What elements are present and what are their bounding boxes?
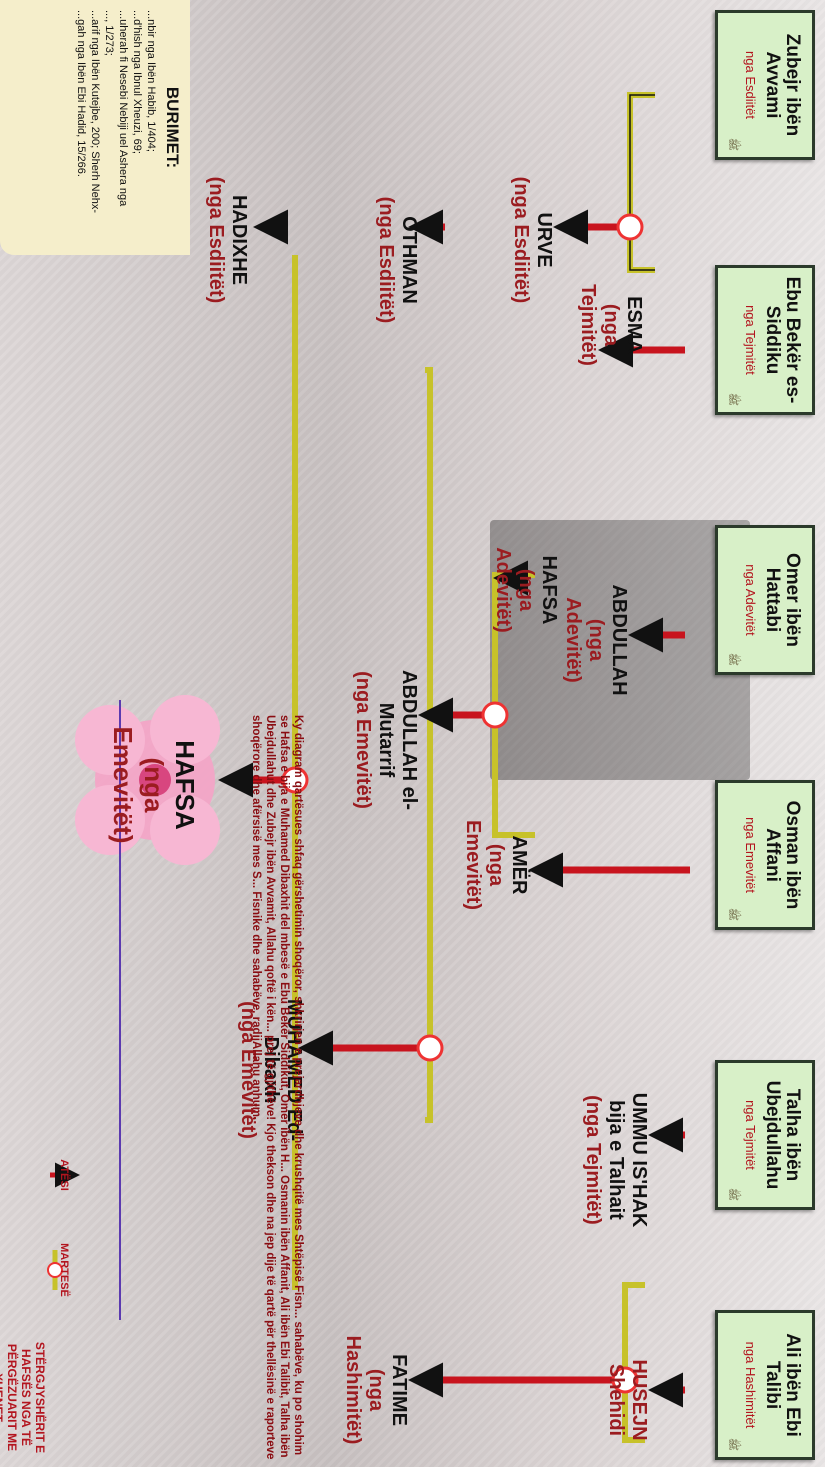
person-hafsa2: HAFSA (nga Emevitët) bbox=[107, 700, 200, 870]
seal-icon: ﷺ bbox=[727, 1187, 739, 1201]
seal-icon: ﷺ bbox=[727, 652, 739, 666]
person-family: (nga Esdiitët) bbox=[375, 196, 397, 324]
person-name: HADIXHE bbox=[228, 194, 250, 285]
parent-name: Zubejr ibën Avvami bbox=[762, 33, 803, 137]
seal-icon: ﷺ bbox=[727, 137, 739, 151]
person-name: HAFSA bbox=[170, 740, 200, 830]
sources-panel: BURIMET: ...nbir nga Ibën Habib, 1/404; … bbox=[0, 0, 190, 255]
person-name: ABDULLAH el-Mutarrif bbox=[375, 670, 420, 810]
parent-name: Ali ibën Ebi Talibi bbox=[762, 1333, 803, 1437]
marriage-line-abdullah-fatime bbox=[425, 367, 433, 1123]
parent-family: nga Emevitët bbox=[743, 817, 758, 893]
person-amer: AMËR (nga Emevitët) bbox=[461, 800, 530, 930]
marriage-node-3 bbox=[416, 1034, 444, 1062]
person-family: (nga Emevitët) bbox=[108, 726, 169, 844]
marriage-line-ummu-husejn bbox=[622, 1282, 645, 1443]
person-name: UMMU IS'HAK bija e Talhait bbox=[605, 1092, 650, 1228]
person-family: (nga Emevitët) bbox=[462, 819, 507, 911]
parent-family: nga Esdiitët bbox=[743, 51, 758, 119]
person-name: FATIME bbox=[388, 1354, 410, 1426]
marriage-node-1 bbox=[616, 213, 644, 241]
legend-icons bbox=[47, 700, 121, 1320]
person-name: URVE bbox=[533, 212, 555, 268]
person-name: HAFSA bbox=[538, 555, 560, 625]
person-family: (nga Adevitët) bbox=[492, 547, 537, 633]
parent-family: nga Adevitët bbox=[743, 564, 758, 636]
flower-icon bbox=[75, 695, 220, 865]
person-fatime: FATIME (nga Hashimitët) bbox=[341, 1325, 410, 1455]
parent-box-zubejr: Zubejr ibën Avvami nga Esdiitët ﷺ bbox=[715, 10, 815, 160]
person-husejn: HUSEJN Shehidi bbox=[604, 1345, 650, 1455]
person-abdullah2: ABDULLAH el-Mutarrif (nga Emevitët) bbox=[351, 665, 420, 815]
legend-marriage: MARTESË bbox=[58, 1243, 70, 1297]
person-ummu: UMMU IS'HAK bija e Talhait (nga Tejmitët… bbox=[581, 1075, 650, 1245]
person-family: (nga Esdiitët) bbox=[510, 176, 532, 304]
person-name: AMËR bbox=[508, 835, 530, 895]
diagram-title: STËRGJYSHËRIT E HAFSËS NGA TË PËRGËZUARI… bbox=[0, 1341, 47, 1454]
person-family: (nga Tejmitët) bbox=[577, 284, 622, 366]
person-family: (nga Hashimitët) bbox=[342, 1335, 387, 1445]
seal-icon: ﷺ bbox=[727, 1437, 739, 1451]
person-name: HUSEJN Shehidi bbox=[605, 1359, 650, 1441]
person-family: (nga Tejmitët) bbox=[582, 1095, 604, 1225]
person-urve: URVE (nga Esdiitët) bbox=[509, 175, 555, 305]
person-name: ABDULLAH bbox=[608, 584, 630, 696]
parent-family: nga Hashimitët bbox=[743, 1341, 758, 1429]
seal-icon: ﷺ bbox=[727, 907, 739, 921]
parent-name: Talha ibën Ubejdullahu bbox=[762, 1080, 803, 1190]
parent-name: Omer ibën Hattabi bbox=[762, 553, 803, 647]
person-family: (nga Esdiitët) bbox=[205, 176, 227, 304]
parent-box-talha: Talha ibën Ubejdullahu nga Tejmitët ﷺ bbox=[715, 1060, 815, 1210]
parent-name: Osman ibën Affani bbox=[762, 800, 803, 910]
person-name: ESMA bbox=[623, 296, 645, 354]
person-hadixhe: HADIXHE (nga Esdiitët) bbox=[204, 175, 250, 305]
legend-father: ATËSI bbox=[58, 1159, 70, 1191]
person-family: (nga Emevitët) bbox=[352, 671, 374, 809]
person-family: (nga Adevitët) bbox=[562, 597, 607, 683]
marriage-line-zubejr-esma bbox=[627, 92, 655, 273]
parent-box-osman: Osman ibën Affani nga Emevitët ﷺ bbox=[715, 780, 815, 930]
person-name: OTHMAN bbox=[398, 216, 420, 304]
person-esma: ESMA (nga Tejmitët) bbox=[576, 270, 645, 380]
parent-box-ebubeker: Ebu Bekër es-Siddiku nga Tejmitët ﷺ bbox=[715, 265, 815, 415]
person-othman: OTHMAN (nga Esdiitët) bbox=[374, 175, 420, 345]
parent-box-ali: Ali ibën Ebi Talibi nga Hashimitët ﷺ bbox=[715, 1310, 815, 1460]
person-abdullah1: ABDULLAH (nga Adevitët) bbox=[561, 575, 630, 705]
sources-title: BURIMET: bbox=[163, 86, 182, 169]
parent-name: Ebu Bekër es-Siddiku bbox=[762, 276, 803, 404]
person-hafsa1: HAFSA (nga Adevitët) bbox=[491, 535, 560, 645]
parent-box-omer: Omer ibën Hattabi nga Adevitët ﷺ bbox=[715, 525, 815, 675]
parent-family: nga Tejmitët bbox=[743, 305, 758, 375]
seal-icon: ﷺ bbox=[727, 392, 739, 406]
marriage-node-4 bbox=[611, 1366, 639, 1394]
marriage-node-5 bbox=[281, 766, 309, 794]
sources-text: ...nbir nga Ibën Habib, 1/404; ...d'hish… bbox=[75, 10, 157, 214]
diagram-description: Ky diagram qartësues shfaq gërshetimin s… bbox=[250, 715, 304, 1460]
parent-family: nga Tejmitët bbox=[743, 1100, 758, 1170]
marriage-node-2 bbox=[481, 701, 509, 729]
